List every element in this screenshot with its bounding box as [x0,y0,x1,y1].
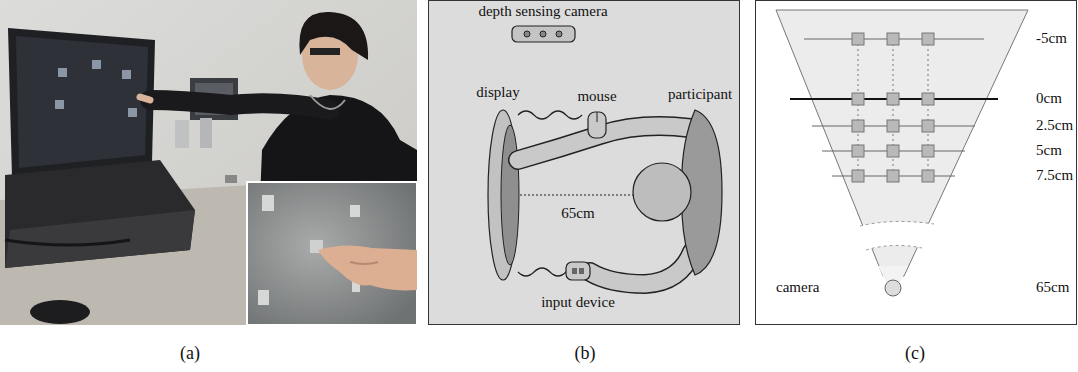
depth-label: 0cm [1036,90,1062,107]
depth-label: 7.5cm [1036,167,1073,184]
depth-label: 2.5cm [1036,117,1073,134]
top-view-schematic [429,1,740,325]
panel-label: (c) [905,343,925,364]
part-label: depth sensing camera [478,3,607,20]
part-label: camera [776,279,819,296]
part-label: display [476,84,519,101]
photo [0,0,417,325]
dimension-label: 65cm [1036,279,1069,296]
part-label: participant [668,86,732,103]
depth-label: -5cm [1036,30,1067,47]
depth-label: 5cm [1036,142,1062,159]
part-label: input device [541,294,615,311]
part-label: mouse [577,88,616,105]
panel-label: (b) [575,343,596,364]
dimension-label: 65cm [561,205,594,222]
panel-label: (a) [180,343,200,364]
camera-frustum [756,1,1077,325]
